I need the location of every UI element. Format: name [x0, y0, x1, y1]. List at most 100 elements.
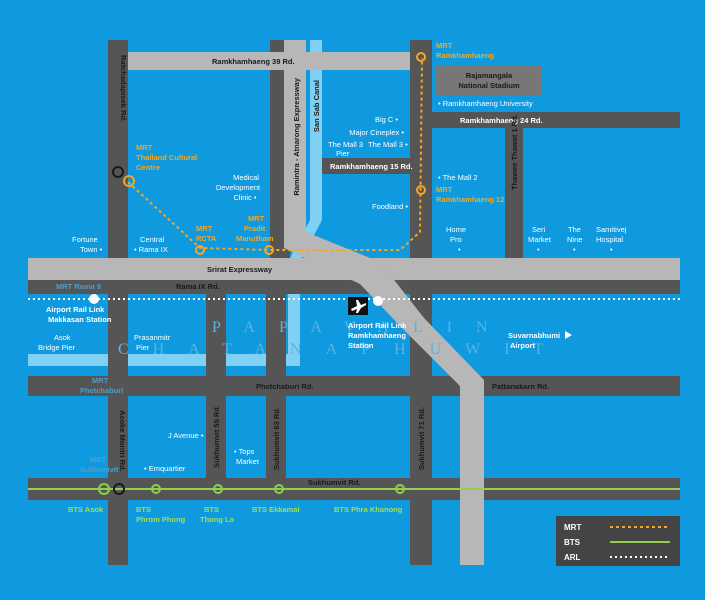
- station-markers: [89, 52, 426, 495]
- label-bts-phra-khanong: BTS Phra Khanong: [334, 505, 403, 514]
- label-arl-makkasan-2: Makkasan Station: [48, 315, 112, 324]
- label-mrt-pradit-3: Manutham: [236, 234, 274, 243]
- label-mrt-cultural-2: Thailand Cultural: [136, 153, 197, 162]
- poi-fortune-2: Town •: [80, 245, 103, 254]
- label-bts-phrom-phong: BTS: [136, 505, 151, 514]
- arl-ramkhamhaeng-marker: [373, 296, 383, 306]
- poi-foodland: Foodland •: [372, 202, 408, 211]
- mrt-thailand-cultural-marker-2: [123, 175, 135, 187]
- mrt-pradit-marker: [264, 245, 274, 255]
- label-mrt-pradit-2: Pradit: [244, 224, 266, 233]
- label-mrt-sukhumvit: MRT: [90, 455, 107, 464]
- poi-ram-univ: • Ramkhamhaeng University: [438, 99, 533, 108]
- poi-central-2: • Rama IX: [134, 245, 168, 254]
- poi-suvarnabhumi-2: Airport: [510, 341, 536, 350]
- legend-arl-label: ARL: [564, 553, 581, 562]
- mrt-ramkhamhaeng-12-marker: [416, 185, 426, 195]
- expressways: [28, 40, 680, 565]
- poi-mall3-pier-2: Pier: [336, 149, 350, 158]
- poi-tops-2: Market: [236, 457, 260, 466]
- road-sukhumvit-71: [410, 40, 432, 565]
- label-mrt-pradit: MRT: [248, 214, 265, 223]
- poi-samitivej: Samitivej: [596, 225, 627, 234]
- poi-medical: Medical: [233, 173, 259, 182]
- legend-bts-label: BTS: [564, 538, 581, 547]
- label-mrt-rcta: MRT: [196, 224, 213, 233]
- poi-nine-dot: •: [573, 245, 576, 254]
- poi-major: Major Cineplex •: [349, 128, 404, 137]
- poi-suvarnabhumi: Suvarnabhumi: [508, 331, 560, 340]
- mrt-ramkhamhaeng-marker: [416, 52, 426, 62]
- rajamangala-stadium-block: [436, 66, 542, 96]
- road-ramkhamhaeng-15: [322, 158, 418, 174]
- poi-samitivej-dot: •: [610, 245, 613, 254]
- rajamangala-stadium-label: Rajamangala: [466, 71, 513, 80]
- poi-mall3-pier: The Mall 3: [328, 140, 363, 149]
- district-chatanaphuwit: CHATANAPHUWIT: [118, 341, 567, 358]
- label-bts-phrom-phong-2: Phrom Phong: [136, 515, 186, 524]
- poi-tops: • Tops: [234, 447, 255, 456]
- label-bts-ekkamai: BTS Ekkamai: [252, 505, 300, 514]
- poi-nine: The: [568, 225, 581, 234]
- poi-big-c: Big C •: [375, 115, 398, 124]
- poi-prasanmitr-2: Pier: [136, 343, 150, 352]
- poi-samitivej-2: Hospital: [596, 235, 623, 244]
- poi-emquartier: • Emquartier: [144, 464, 186, 473]
- legend-mrt-label: MRT: [564, 523, 581, 532]
- road-rama-ix: [28, 278, 680, 294]
- label-mrt-cultural: MRT: [136, 143, 153, 152]
- poi-home-pro-2: Pro: [450, 235, 462, 244]
- label-ramintra: Ramintra - Atnarong Expressway: [292, 77, 301, 195]
- bts-thong-lo-marker: [213, 484, 223, 494]
- label-rama-ix: Rama IX Rd.: [176, 282, 220, 291]
- label-mrt-ramkhamhaeng-2: Ramkhamhaeng: [436, 51, 494, 60]
- label-sukhumvit-55: Sukhumvit 55 Rd.: [212, 405, 221, 468]
- label-arl-makkasan: Airport Rail Link: [46, 305, 105, 314]
- label-ramkhamhaeng-15: Ramkhamhaeng 15 Rd.: [330, 162, 413, 171]
- poi-home-pro: Home: [446, 225, 466, 234]
- road-thawee-thawat: [505, 112, 523, 260]
- poi-seri-2: Market: [528, 235, 552, 244]
- poi-seri-dot: •: [537, 245, 540, 254]
- road-ramkhamhaeng-24: [418, 112, 680, 128]
- label-arl-ramkhamhaeng-2: Ramkhamhaeng: [348, 331, 406, 340]
- road-ramintra-expressway: [284, 40, 484, 565]
- label-phetchaburi: Phetchaburi Rd.: [256, 382, 314, 391]
- poi-prasanmitr: Prasanmitr: [134, 333, 171, 342]
- label-sukhumvit-71: Sukhumvit 71 Rd.: [417, 407, 426, 470]
- label-ramkhamhaeng-39: Ramkhamhaeng 39 Rd.: [212, 57, 295, 66]
- rajamangala-stadium-label-2: National Stadium: [458, 81, 520, 90]
- bts-asok-marker: [98, 483, 110, 495]
- airplane-icon: [348, 297, 368, 315]
- label-srirat: Srirat Expressway: [207, 265, 273, 274]
- label-ramkhamhaeng-24: Ramkhamhaeng 24 Rd.: [460, 116, 543, 125]
- road-network: [28, 40, 680, 565]
- poi-home-pro-dot: •: [458, 245, 461, 254]
- poi-central: Central: [140, 235, 165, 244]
- label-ratchadapisek: Ratchadapisek Rd.: [119, 55, 128, 122]
- label-pattanakarn: Pattanakarn Rd.: [492, 382, 549, 391]
- poi-asok-pier-2: Bridge Pier: [38, 343, 76, 352]
- label-mrt-rcta-2: RCTA: [196, 234, 217, 243]
- poi-medical-3: Clinic •: [233, 193, 256, 202]
- bts-ekkamai-marker: [274, 484, 284, 494]
- label-asoke-montri: Asoke Montri Rd.: [118, 410, 127, 472]
- poi-j-avenue: J Avenue •: [168, 431, 204, 440]
- arl-makkasan-marker: [89, 294, 99, 304]
- bts-phrom-phong-marker: [151, 484, 161, 494]
- label-arl-ramkhamhaeng: Airport Rail Link: [348, 321, 407, 330]
- map-legend: MRT BTS ARL: [556, 516, 680, 566]
- label-bts-thong-lo-2: Thong Lo: [200, 515, 235, 524]
- label-mrt-rama9: MRT Rama 9: [56, 282, 101, 291]
- label-saen-saeb: San Sab Canal: [312, 80, 321, 132]
- poi-medical-2: Development: [216, 183, 261, 192]
- label-mrt-ramkhamhaeng-12: MRT: [436, 185, 453, 194]
- mrt-rcta-marker: [195, 245, 205, 255]
- mrt-sukhumvit-marker: [113, 483, 125, 495]
- poi-asok-pier: Asok: [54, 333, 71, 342]
- poi-nine-2: Nine: [567, 235, 582, 244]
- label-mrt-sukhumvit-2: Sukhumvit: [80, 465, 119, 474]
- mrt-thailand-cultural-marker: [112, 166, 124, 178]
- poi-mall3: The Mall 3 •: [368, 140, 408, 149]
- poi-fortune: Fortune: [72, 235, 98, 244]
